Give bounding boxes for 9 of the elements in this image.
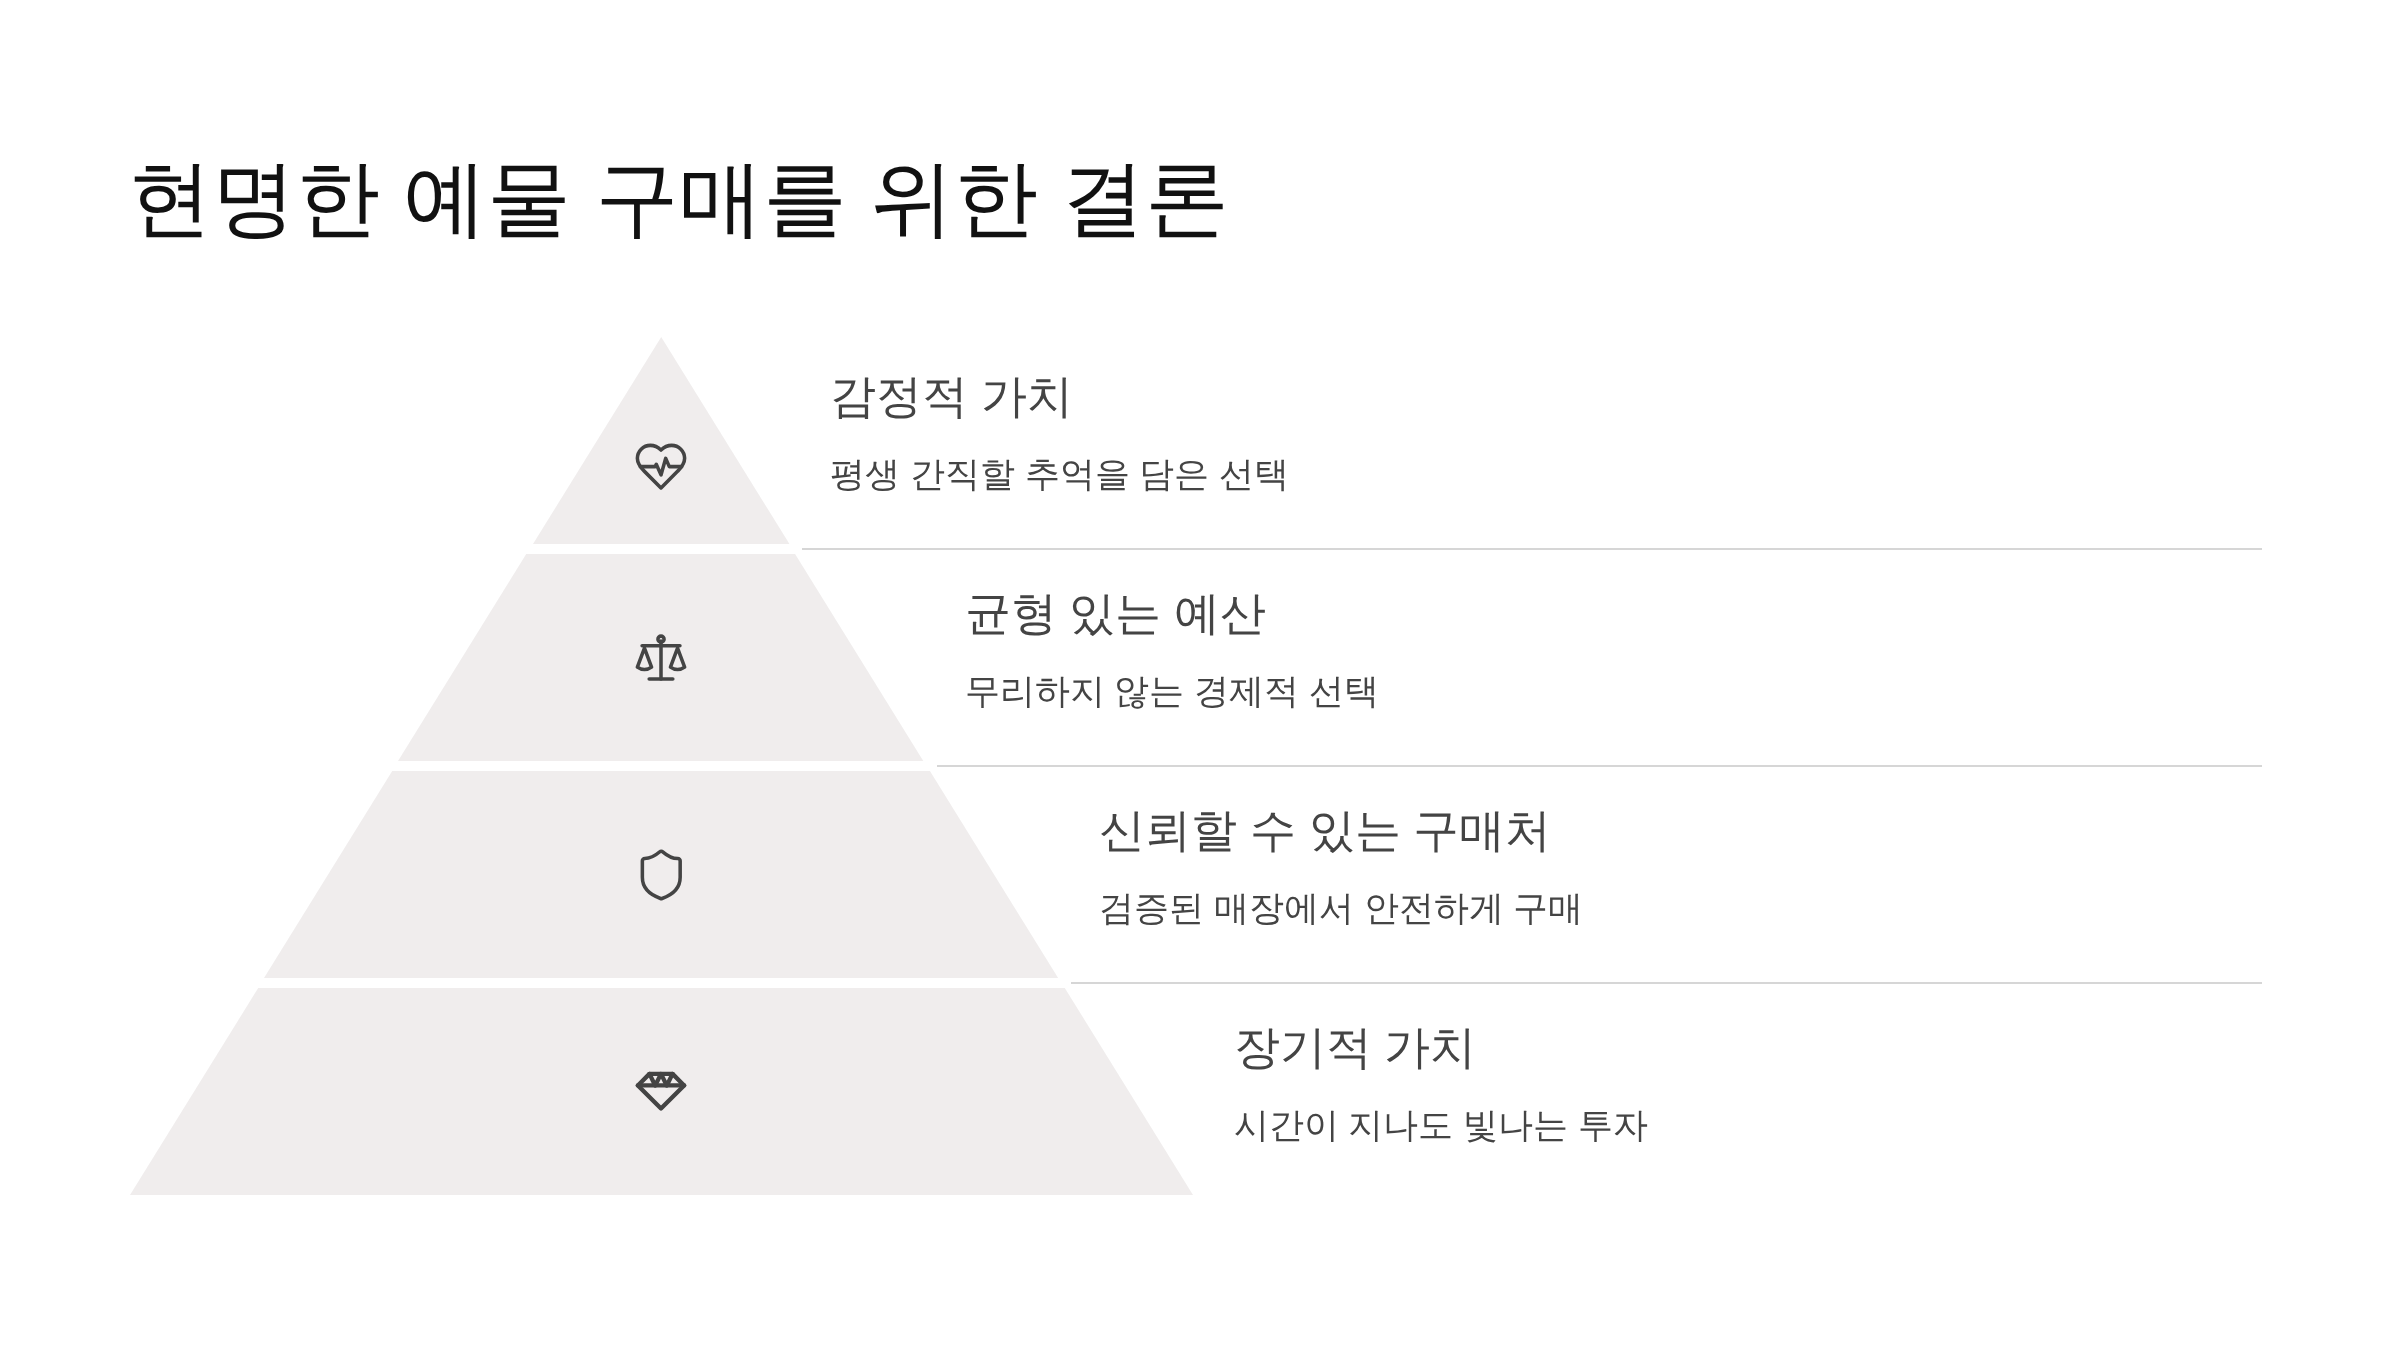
tier-description: 무리하지 않는 경제적 선택: [964, 670, 1379, 712]
tier-heading: 감정적 가치: [830, 369, 1073, 424]
tier-heading: 균형 있는 예산: [964, 586, 1267, 641]
tier-description: 검증된 매장에서 안전하게 구매: [1099, 887, 1584, 929]
tier-description: 평생 간직할 추억을 담은 선택: [830, 453, 1290, 495]
tier-description: 시간이 지나도 빛나는 투자: [1233, 1104, 1648, 1146]
tier-heading: 장기적 가치: [1233, 1020, 1477, 1075]
tier-heading: 신뢰할 수 있는 구매처: [1099, 803, 1552, 858]
slide-title: 현명한 예물 구매를 위한 결론: [128, 150, 1230, 247]
